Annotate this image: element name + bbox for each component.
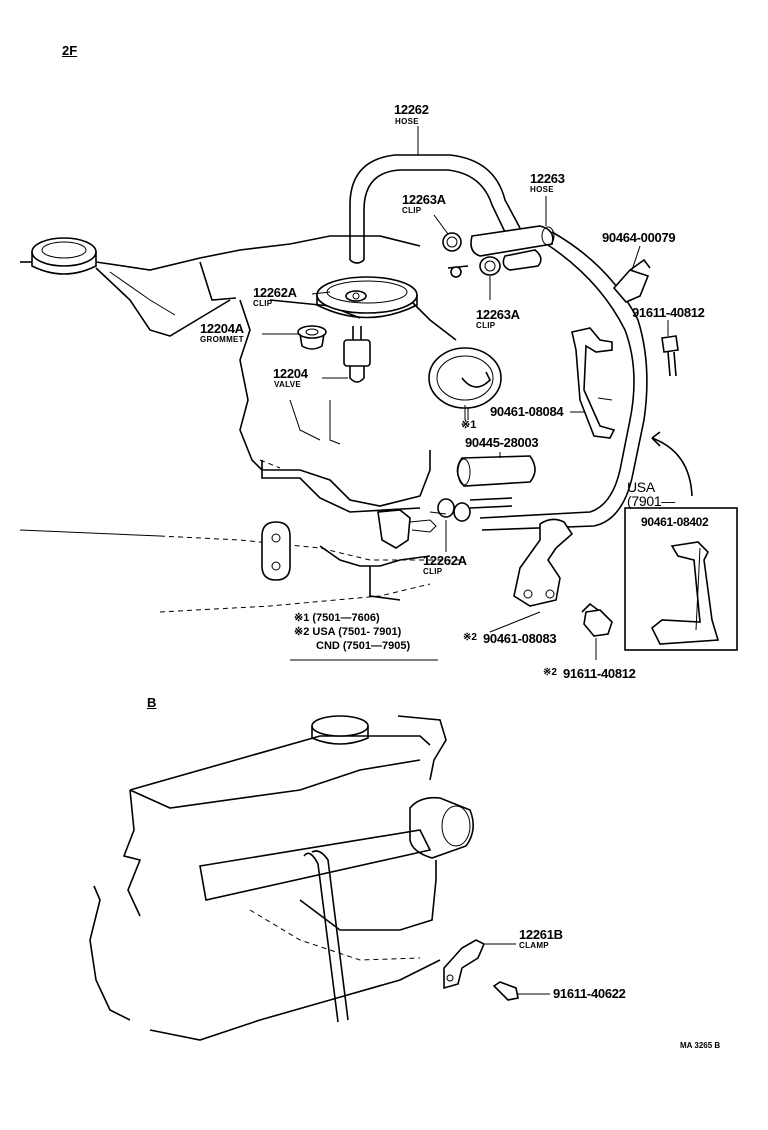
part-name-12262a-top: CLIP xyxy=(253,299,273,308)
part-number-91611-40812-bottom[interactable]: 91611-40812 xyxy=(563,666,636,681)
mark-91611-40812: ※2 xyxy=(543,667,557,678)
section-label-2f: 2F xyxy=(62,43,78,58)
section-label-b: B xyxy=(147,695,157,710)
part-number-12204[interactable]: 12204 xyxy=(273,366,308,381)
part-name-12262: HOSE xyxy=(395,117,419,126)
part-number-90445-28003[interactable]: 90445-28003 xyxy=(465,435,539,450)
usa-box-line1: USA xyxy=(627,479,655,495)
part-number-90464-00079[interactable]: 90464-00079 xyxy=(602,230,676,245)
part-name-12261b: CLAMP xyxy=(519,941,549,950)
part-number-12204a[interactable]: 12204A xyxy=(200,321,244,336)
part-number-90461-08084[interactable]: 90461-08084 xyxy=(490,404,564,419)
part-name-12204: VALVE xyxy=(274,380,301,389)
brackets-right xyxy=(513,258,738,651)
part-name-12263: HOSE xyxy=(530,185,554,194)
part-name-12263a-top: CLIP xyxy=(402,206,422,215)
part-name-12204a: GROMMET xyxy=(200,335,244,344)
part-number-91611-40812-top[interactable]: 91611-40812 xyxy=(632,305,705,320)
part-number-12262a-bottom[interactable]: 12262A xyxy=(423,553,467,568)
part-number-91611-40622[interactable]: 91611-40622 xyxy=(553,986,626,1001)
engine-outline-bottom xyxy=(89,715,550,1041)
note-line-3: CND (7501—7905) xyxy=(316,640,411,652)
marker-star1: ※1 xyxy=(461,419,477,431)
mark-90461-08083: ※2 xyxy=(463,632,477,643)
part-number-12263a-bottom[interactable]: 12263A xyxy=(476,307,520,322)
usa-box-line2: (7901— xyxy=(627,493,676,509)
part-number-90461-08402[interactable]: 90461-08402 xyxy=(641,515,709,529)
part-number-12261b[interactable]: 12261B xyxy=(519,927,563,942)
part-number-12262a-top[interactable]: 12262A xyxy=(253,285,297,300)
part-number-12263[interactable]: 12263 xyxy=(530,171,565,186)
note-line-2: ※2 USA (7501- 7901) xyxy=(294,626,402,638)
part-name-12262a-bottom: CLIP xyxy=(423,567,443,576)
hose-12263-drawing xyxy=(429,225,648,531)
part-number-12263a-top[interactable]: 12263A xyxy=(402,192,446,207)
figure-id: MA 3265 B xyxy=(680,1041,721,1050)
part-number-12262[interactable]: 12262 xyxy=(394,102,429,117)
engine-outline-top xyxy=(19,235,460,613)
note-line-1: ※1 (7501—7606) xyxy=(294,612,380,624)
pcv-valve-assembly xyxy=(297,276,502,420)
hose-12262-drawing xyxy=(349,154,521,264)
part-name-12263a-bottom: CLIP xyxy=(476,321,496,330)
part-number-90461-08083[interactable]: 90461-08083 xyxy=(483,631,557,646)
leader-lines-top xyxy=(262,126,669,661)
